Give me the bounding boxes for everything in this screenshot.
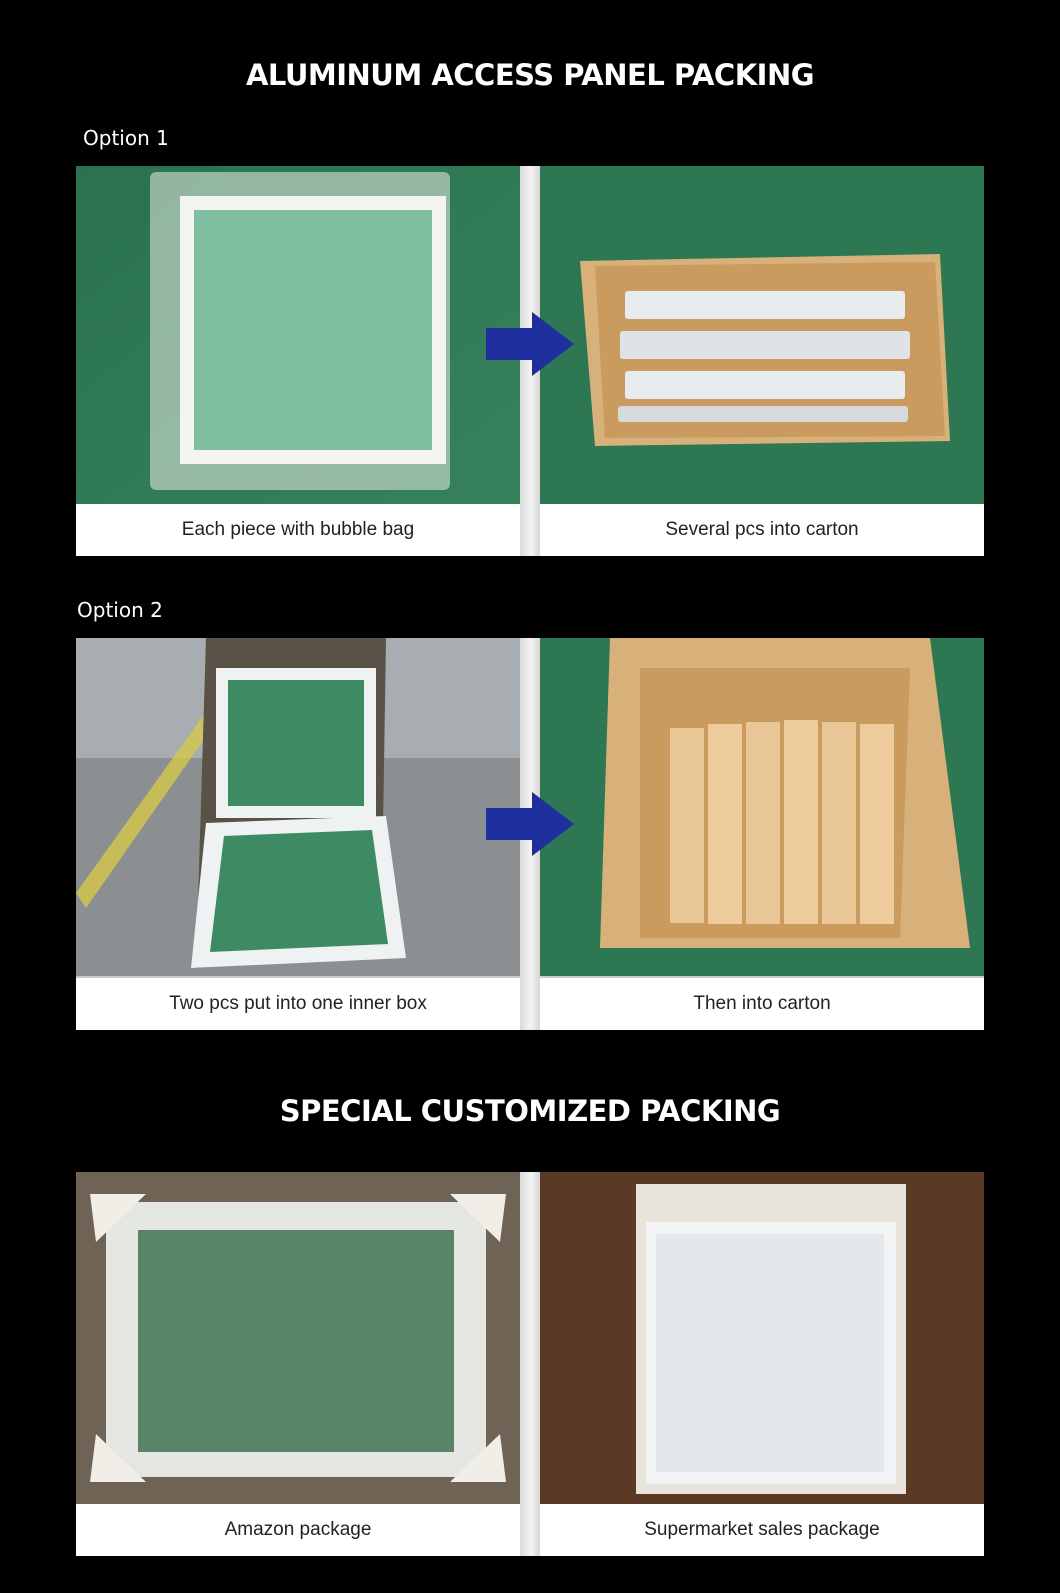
special-row: Amazon package Supermarket sales package	[76, 1172, 984, 1556]
option-1-row: Each piece with bubble bag Several pcs i…	[76, 166, 984, 556]
supermarket-photo	[540, 1172, 984, 1504]
bubble-bag-caption: Each piece with bubble bag	[76, 504, 520, 556]
arrow-right-icon	[486, 312, 574, 376]
amazon-caption: Amazon package	[76, 1504, 520, 1556]
bubble-bag-photo	[76, 166, 520, 504]
column-divider	[520, 166, 542, 556]
amazon-photo	[76, 1172, 520, 1504]
inner-box-photo	[76, 638, 520, 976]
carton-several-panel: Several pcs into carton	[540, 166, 984, 556]
main-heading: ALUMINUM ACCESS PANEL PACKING	[245, 58, 815, 92]
inner-box-caption: Two pcs put into one inner box	[76, 978, 520, 1030]
inner-box-panel: Two pcs put into one inner box	[76, 638, 520, 1030]
carton-final-panel: Then into carton	[540, 638, 984, 1030]
bubble-bag-panel: Each piece with bubble bag	[76, 166, 520, 556]
arrow-right-icon	[486, 792, 574, 856]
carton-final-photo	[540, 638, 984, 976]
column-divider	[520, 1172, 542, 1556]
carton-several-caption: Several pcs into carton	[540, 504, 984, 556]
supermarket-panel: Supermarket sales package	[540, 1172, 984, 1556]
option-2-row: Two pcs put into one inner box Then into…	[76, 638, 984, 1030]
option-2-label: Option 2	[77, 598, 163, 622]
carton-several-photo	[540, 166, 984, 504]
option-1-label: Option 1	[83, 126, 169, 150]
special-heading: SPECIAL CUSTOMIZED PACKING	[279, 1094, 781, 1128]
amazon-panel: Amazon package	[76, 1172, 520, 1556]
supermarket-caption: Supermarket sales package	[540, 1504, 984, 1556]
carton-final-caption: Then into carton	[540, 978, 984, 1030]
